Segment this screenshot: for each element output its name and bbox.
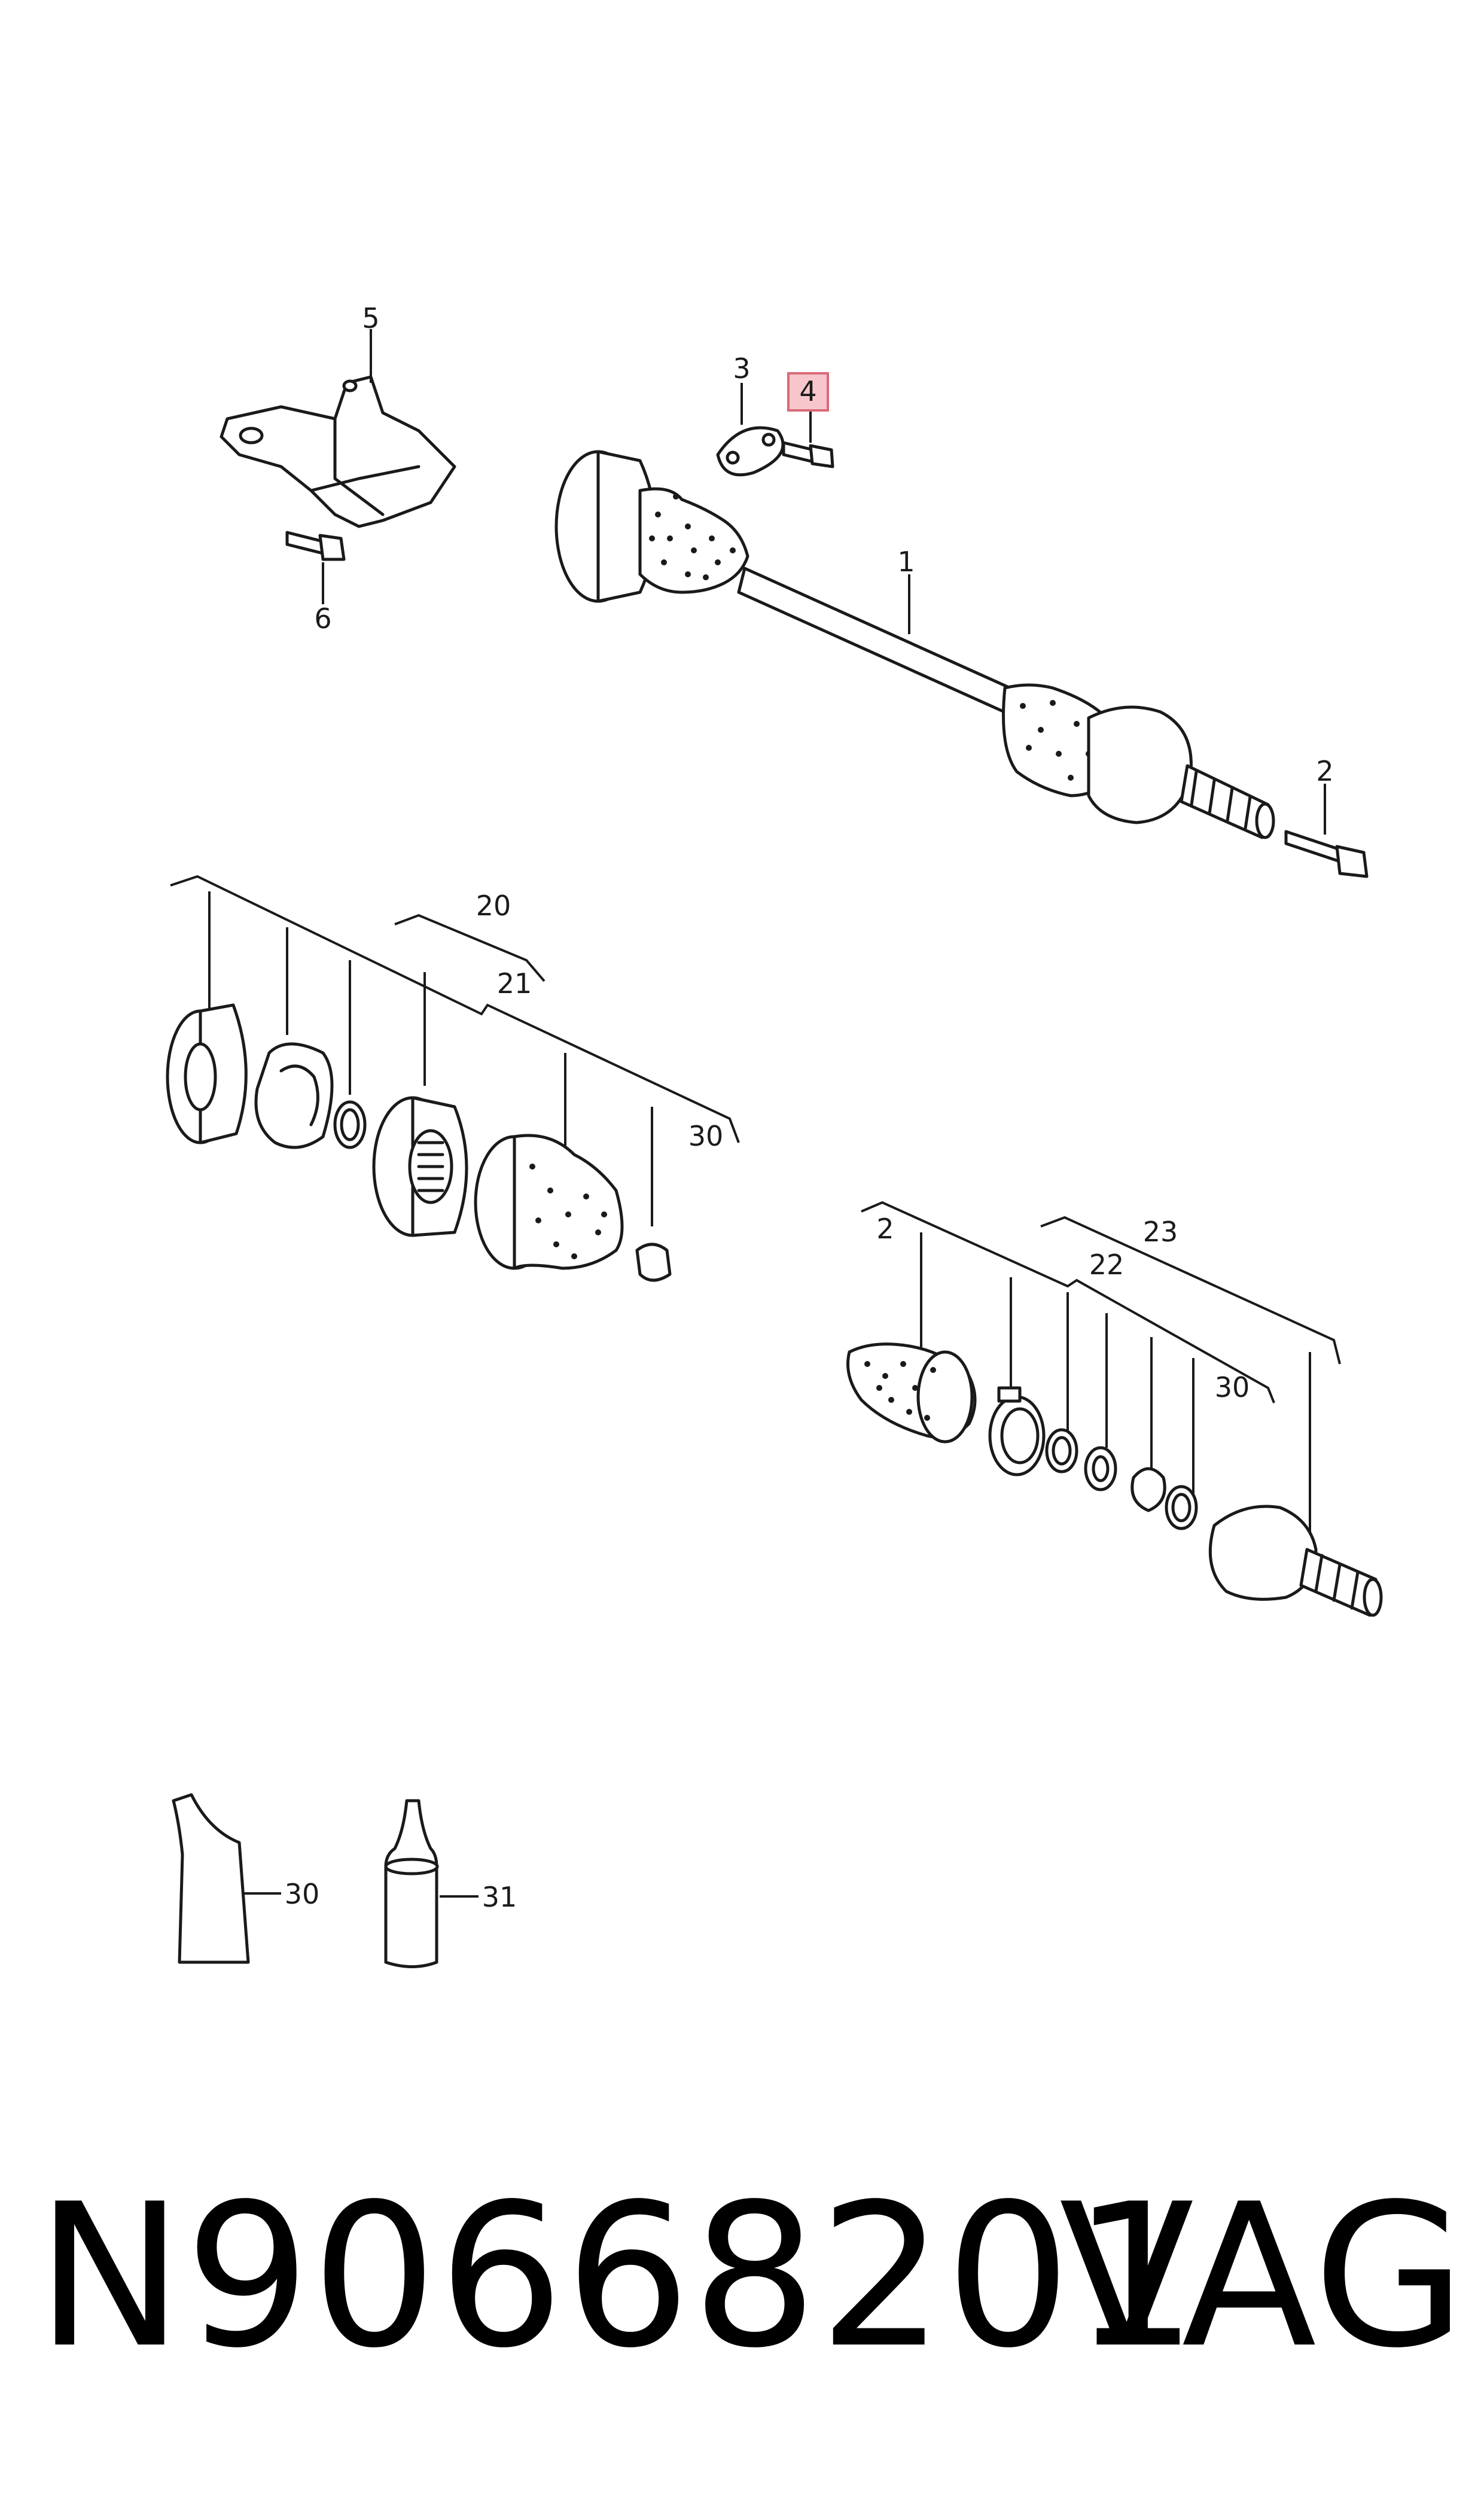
footer: N90668201 VAG xyxy=(0,2154,1484,2489)
callout-2-top: 2 xyxy=(1316,755,1333,787)
callout-30-tube: 30 xyxy=(285,1878,320,1910)
drive-shaft-part-1 xyxy=(554,450,1275,839)
bolt-part-4 xyxy=(782,407,834,468)
brand-label: VAG xyxy=(1059,2161,1466,2391)
callout-4: 4 xyxy=(799,375,816,407)
spacer-ring xyxy=(1084,1446,1117,1491)
callout-20: 20 xyxy=(476,890,511,922)
clamp-band-right xyxy=(988,1386,1046,1476)
sealant-bottle-part-31 xyxy=(384,1799,479,1968)
kit-brackets-left xyxy=(170,875,740,1226)
heat-shield-part-5 xyxy=(220,329,456,528)
callout-5: 5 xyxy=(362,302,379,334)
retaining-ring xyxy=(1165,1485,1198,1530)
grease-tube-part-30 xyxy=(172,1793,281,1964)
callout-1: 1 xyxy=(897,546,915,578)
callout-30-right: 30 xyxy=(1215,1371,1250,1403)
flange-part xyxy=(166,1003,248,1144)
callout-30-left: 30 xyxy=(688,1120,724,1152)
callout-21: 21 xyxy=(497,967,532,1000)
callout-6: 6 xyxy=(314,602,331,635)
inner-joint-part xyxy=(372,1096,468,1237)
circlip-left xyxy=(333,1100,367,1149)
outer-cv-joint xyxy=(1208,1505,1383,1617)
bolt-part-2-top xyxy=(1284,784,1369,878)
callout-3: 3 xyxy=(733,352,750,385)
boot-right-kit xyxy=(846,1342,977,1444)
lock-plate-part-3 xyxy=(716,383,785,477)
callout-2-right: 2 xyxy=(876,1213,894,1245)
boot-left-kit xyxy=(474,1134,624,1270)
bolt-part-6 xyxy=(285,531,346,604)
callout-4-highlight xyxy=(787,372,829,412)
clamp-left-kit xyxy=(635,1243,672,1282)
part-number: N90668201 xyxy=(36,2161,1199,2391)
callout-23: 23 xyxy=(1143,1216,1178,1248)
circlip-right xyxy=(1045,1428,1078,1473)
callout-22: 22 xyxy=(1089,1249,1125,1281)
callout-31: 31 xyxy=(482,1881,517,1913)
dished-washer xyxy=(1130,1467,1166,1512)
gasket-part xyxy=(254,1042,334,1149)
